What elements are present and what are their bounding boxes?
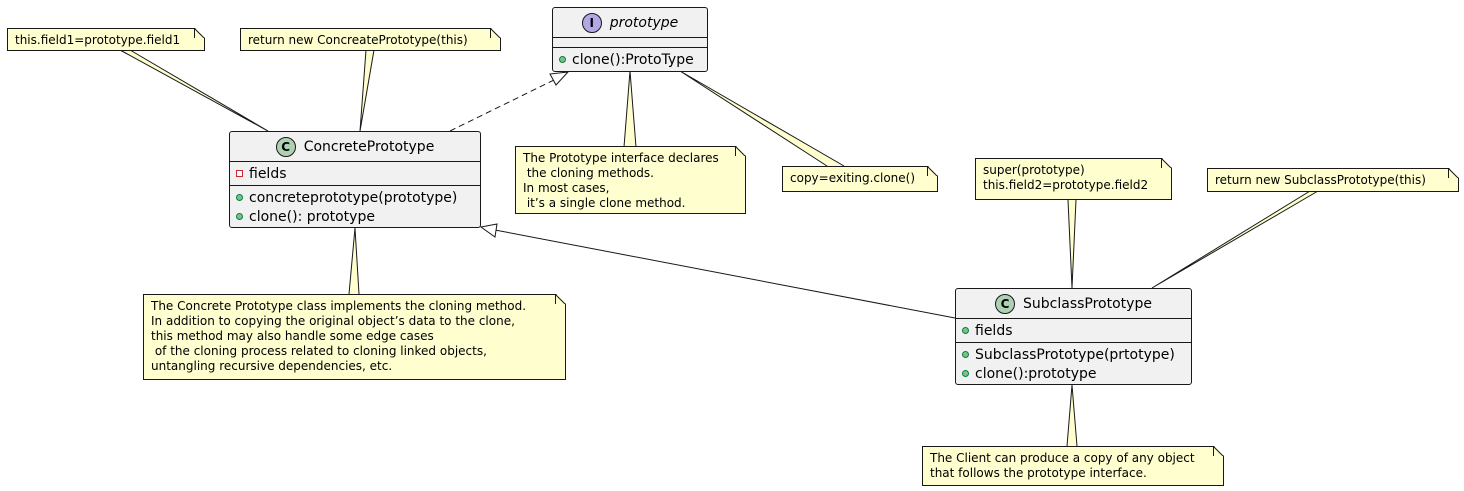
interface-icon: I [581, 12, 602, 33]
note-line: this method may also handle some edge ca… [151, 329, 434, 343]
note-concrete-desc: The Concrete Prototype class implements … [143, 294, 566, 380]
method: SubclassPrototype(prtotype) [962, 345, 1185, 364]
methods-section: clone():ProtoType [553, 48, 707, 71]
public-icon [236, 194, 243, 201]
class-name: ConcretePrototype [303, 138, 435, 155]
methods-section: concreteprototype(prototype) clone(): pr… [230, 186, 480, 228]
note-return-concrete: return new ConcreatePrototype(this) [240, 28, 501, 51]
field-label: fields [975, 322, 1013, 339]
class-header: C SubclassPrototype [956, 289, 1191, 319]
note-line: In addition to copying the original obje… [151, 314, 515, 328]
public-icon [962, 370, 969, 377]
note-line: copy=exiting.clone() [790, 171, 916, 185]
note-line: it’s a single clone method. [523, 196, 686, 210]
note-anchor-concrete-desc [348, 227, 360, 295]
note-anchor-interface [623, 70, 637, 148]
method-label: clone():ProtoType [572, 51, 694, 68]
method: clone():prototype [962, 364, 1185, 383]
note-line: return new ConcreatePrototype(this) [248, 33, 468, 47]
note-line: return new SubclassPrototype(this) [1215, 173, 1426, 187]
note-line: The Concrete Prototype class implements … [151, 299, 527, 313]
note-anchor-client [1066, 384, 1078, 447]
fields-section [553, 38, 707, 48]
private-icon [236, 170, 243, 177]
note-line: The Prototype interface declares [523, 151, 719, 165]
note-line: untangling recursive dependencies, etc. [151, 359, 393, 373]
class-header: I prototype [553, 8, 707, 38]
class-name: prototype [609, 14, 679, 31]
note-return-subclass: return new SubclassPrototype(this) [1207, 168, 1459, 192]
interface-prototype[interactable]: I prototype clone():ProtoType [552, 7, 708, 72]
note-copy: copy=exiting.clone() [782, 166, 938, 192]
class-icon: C [995, 293, 1016, 314]
field: fields [236, 164, 474, 183]
note-super: super(prototype) this.field2=prototype.f… [975, 158, 1172, 200]
note-line: super(prototype) [983, 163, 1085, 177]
inheritance-arrowhead [479, 223, 498, 238]
field-label: fields [249, 165, 287, 182]
public-icon [236, 213, 243, 220]
note-line: this.field1=prototype.field1 [15, 33, 181, 47]
note-anchor-super [1067, 199, 1077, 289]
method-label: SubclassPrototype(prtotype) [975, 346, 1175, 363]
note-interface: The Prototype interface declares the clo… [515, 146, 746, 214]
public-icon [962, 327, 969, 334]
class-icon: C [275, 136, 296, 157]
realization-line [449, 77, 559, 132]
field: fields [962, 321, 1185, 340]
realization-arrowhead [549, 71, 570, 86]
method: clone():ProtoType [559, 50, 701, 69]
note-line: In most cases, [523, 181, 610, 195]
note-line: that follows the prototype interface. [930, 466, 1147, 480]
public-icon [559, 56, 566, 63]
class-name: SubclassPrototype [1023, 295, 1152, 312]
note-anchor-return-subclass [1151, 190, 1319, 289]
method: clone(): prototype [236, 207, 474, 226]
class-subclass-prototype[interactable]: C SubclassPrototype fields SubclassProto… [955, 288, 1192, 385]
fields-section: fields [956, 319, 1191, 343]
class-concrete-prototype[interactable]: C ConcretePrototype fields concreteproto… [229, 131, 481, 228]
methods-section: SubclassPrototype(prtotype) clone():prot… [956, 343, 1191, 385]
note-line: this.field2=prototype.field2 [983, 178, 1149, 192]
note-line: of the cloning process related to clonin… [151, 344, 487, 358]
method-label: concreteprototype(prototype) [249, 189, 458, 206]
method-label: clone():prototype [975, 365, 1097, 382]
fields-section: fields [230, 162, 480, 186]
note-anchor-field1 [119, 49, 269, 132]
note-line: The Client can produce a copy of any obj… [930, 451, 1195, 465]
note-anchor-return-concrete [359, 49, 375, 132]
note-line: the cloning methods. [523, 166, 654, 180]
note-client: The Client can produce a copy of any obj… [922, 446, 1224, 486]
class-header: C ConcretePrototype [230, 132, 480, 162]
method: concreteprototype(prototype) [236, 188, 474, 207]
public-icon [962, 351, 969, 358]
method-label: clone(): prototype [249, 208, 375, 225]
inheritance-line [494, 229, 956, 319]
note-field1: this.field1=prototype.field1 [7, 28, 205, 51]
